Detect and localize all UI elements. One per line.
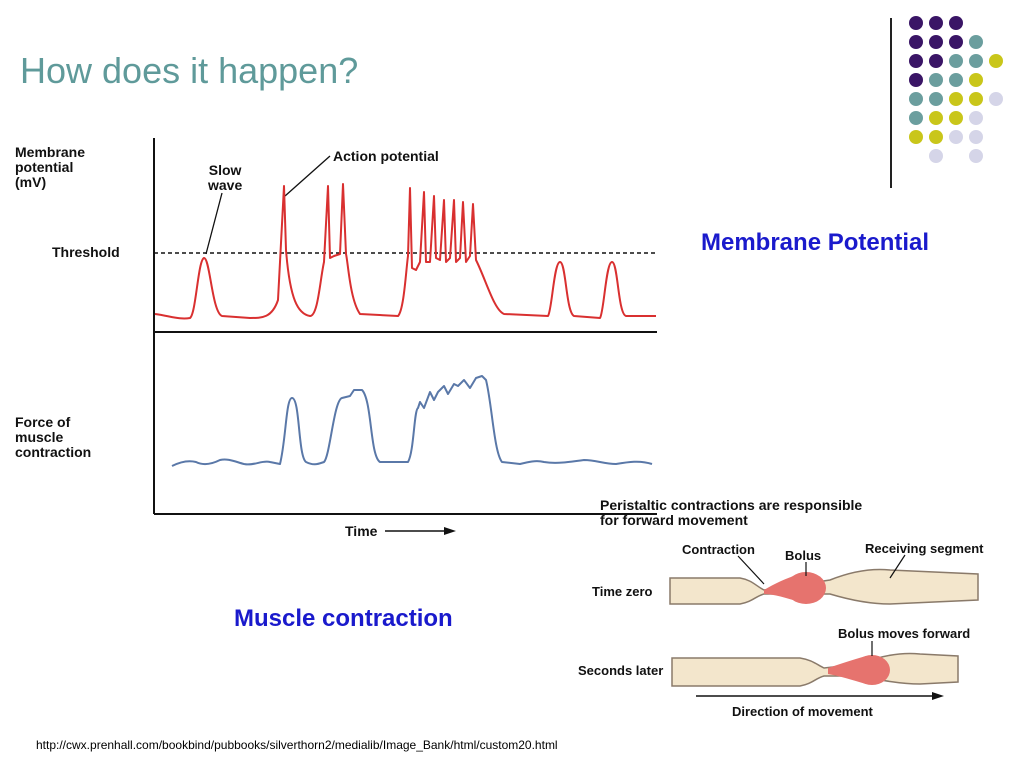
- contraction-label: Contraction: [682, 542, 755, 557]
- muscle-contraction-caption: Muscle contraction: [234, 605, 453, 632]
- decorative-dot: [969, 73, 983, 87]
- decorative-dot: [909, 92, 923, 106]
- bolus-taper-time-zero: [764, 574, 800, 602]
- axis-label-line: muscle: [15, 429, 64, 445]
- peristalsis-heading-line: Peristaltic contractions are responsible: [600, 497, 863, 513]
- peristalsis-heading-line: for forward movement: [600, 512, 748, 528]
- source-url: http://cwx.prenhall.com/bookbind/pubbook…: [36, 738, 558, 752]
- decorative-dot: [929, 149, 943, 163]
- decorative-divider: [890, 18, 892, 188]
- axis-label-line: Membrane: [15, 144, 86, 160]
- slide-title: How does it happen?: [20, 50, 359, 91]
- membrane-potential-axis-label: Membrane potential (mV): [15, 145, 85, 190]
- decorative-dot: [929, 111, 943, 125]
- decorative-dot: [929, 92, 943, 106]
- decorative-dot: [909, 130, 923, 144]
- membrane-potential-caption: Membrane Potential: [701, 229, 930, 256]
- decorative-dot: [949, 16, 963, 30]
- decorative-dot: [949, 73, 963, 87]
- decorative-dot: [949, 111, 963, 125]
- direction-arrow-head: [932, 692, 944, 700]
- decorative-dot: [929, 54, 943, 68]
- slow-wave-label: Slow wave: [208, 163, 242, 193]
- threshold-label: Threshold: [52, 244, 120, 260]
- slow-wave-label-line: Slow: [208, 162, 242, 178]
- muscle-force-trace: [171, 375, 653, 467]
- force-axis-label: Force of muscle contraction: [15, 415, 91, 460]
- decorative-dot: [949, 54, 963, 68]
- decorative-dot: [929, 35, 943, 49]
- decorative-dot: [949, 130, 963, 144]
- decorative-dot: [909, 111, 923, 125]
- time-arrow-head: [444, 527, 456, 535]
- decorative-dot: [929, 130, 943, 144]
- decorative-dot: [969, 92, 983, 106]
- time-axis-label: Time: [345, 523, 378, 539]
- axis-label-line: potential: [15, 159, 74, 175]
- seconds-later-label: Seconds later: [578, 663, 664, 678]
- decorative-dot: [909, 73, 923, 87]
- decorative-dot: [989, 92, 1003, 106]
- tube-seconds-later: [671, 652, 959, 687]
- peristalsis-heading: Peristaltic contractions are responsible…: [600, 498, 862, 528]
- decorative-dot: [929, 73, 943, 87]
- bolus-label: Bolus: [785, 548, 822, 563]
- decorative-dot: [909, 16, 923, 30]
- action-potential-pointer: [284, 155, 331, 197]
- contraction-pointer: [737, 555, 765, 585]
- axis-label-line: (mV): [15, 174, 47, 190]
- receiving-segment-pointer: [889, 554, 906, 579]
- receiving-segment-label: Receiving segment: [865, 541, 984, 556]
- decorative-dot: [969, 35, 983, 49]
- decorative-dot: [969, 111, 983, 125]
- decorative-dot: [969, 149, 983, 163]
- decorative-dot: [929, 16, 943, 30]
- action-potential-label: Action potential: [333, 148, 439, 164]
- time-zero-label: Time zero: [592, 584, 653, 599]
- decorative-dot: [909, 54, 923, 68]
- decorative-dot: [949, 92, 963, 106]
- decorative-dot: [909, 35, 923, 49]
- peristalsis-diagram: [669, 554, 979, 700]
- direction-of-movement-label: Direction of movement: [732, 704, 873, 719]
- membrane-potential-trace: [154, 183, 656, 320]
- decorative-dot: [969, 54, 983, 68]
- axis-label-line: Force of: [15, 414, 71, 430]
- axis-label-line: contraction: [15, 444, 92, 460]
- slow-wave-label-line: wave: [208, 177, 243, 193]
- slow-wave-pointer: [205, 192, 223, 255]
- decorative-dot: [969, 130, 983, 144]
- decorative-dot: [989, 54, 1003, 68]
- bolus-taper-seconds-later: [828, 656, 866, 684]
- bolus-moves-forward-label: Bolus moves forward: [838, 626, 971, 641]
- decorative-dot: [949, 35, 963, 49]
